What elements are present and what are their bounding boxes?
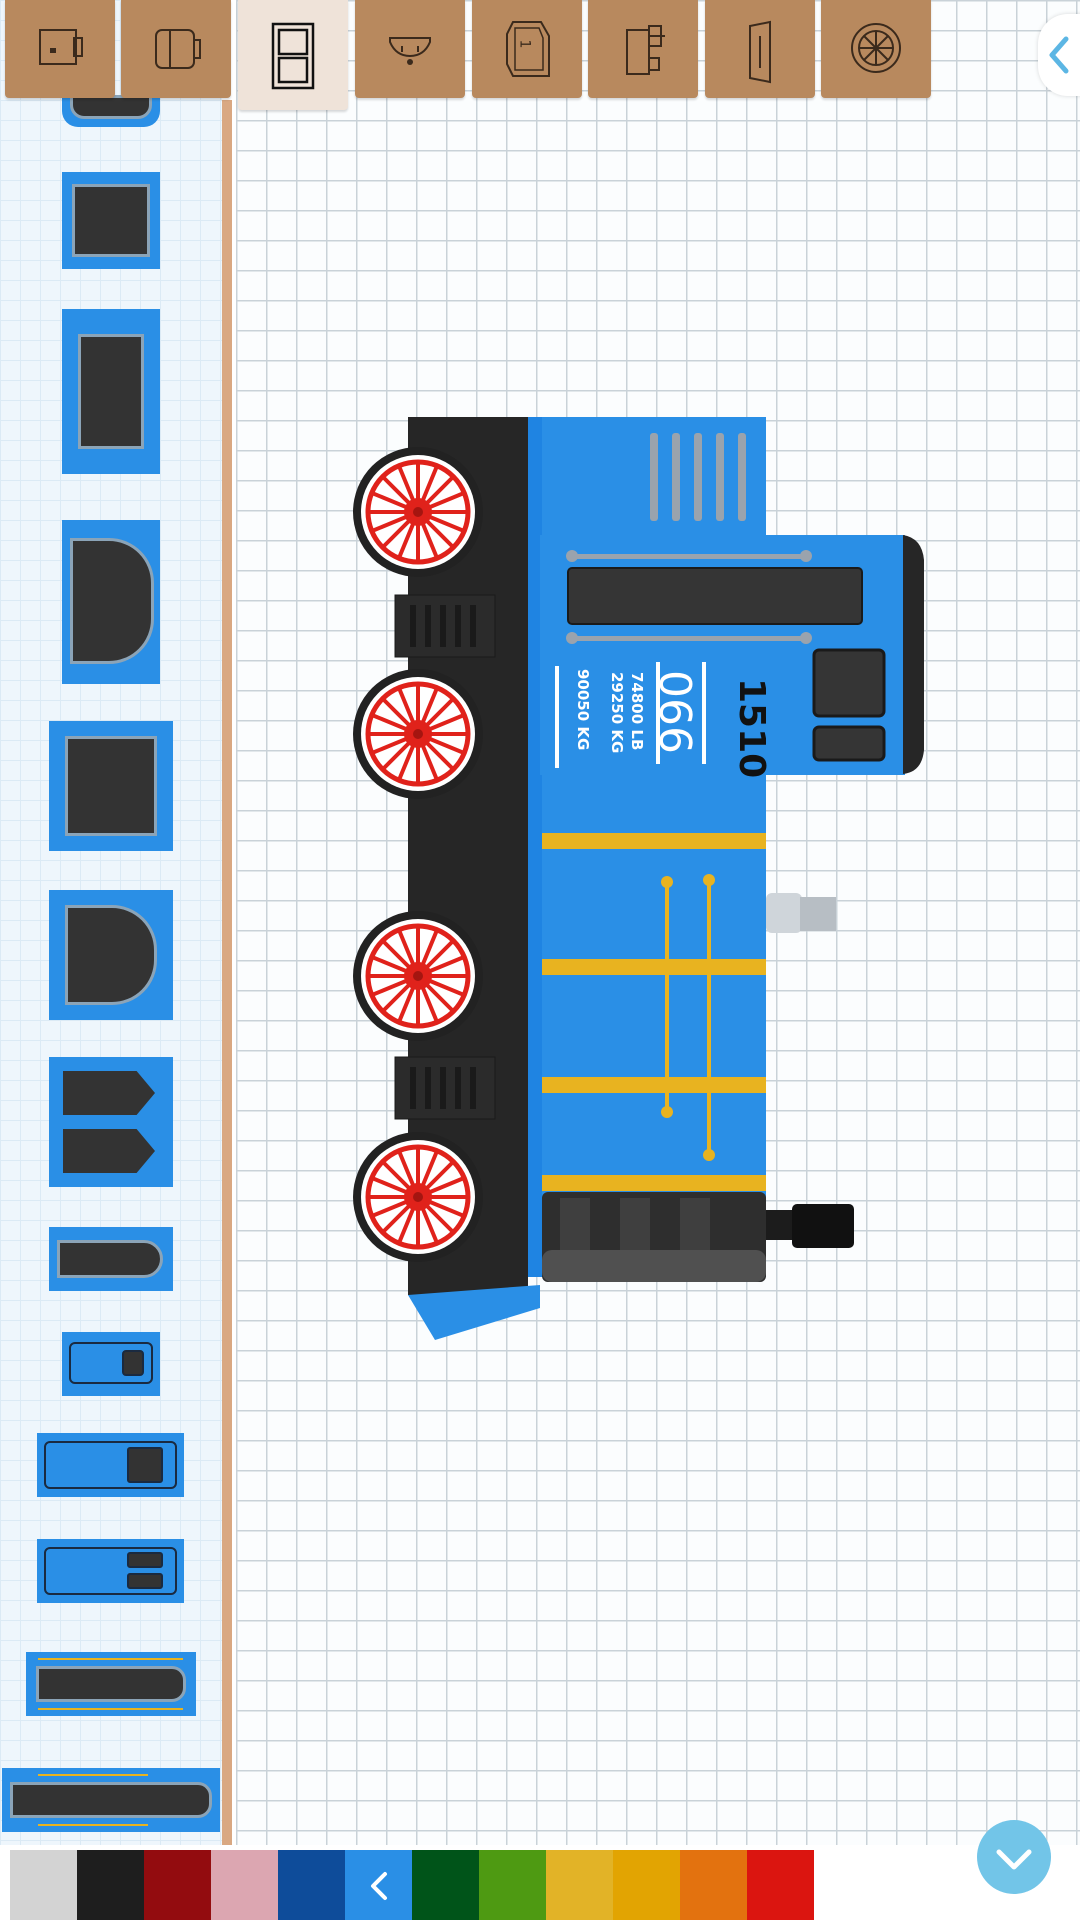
chevron-left-icon [1049,36,1069,74]
window-icon [271,22,315,90]
tab-doors[interactable] [705,0,815,98]
palette-divider [222,100,232,1845]
cab-roof-strip [528,417,542,1277]
cab-front-icon [39,29,83,65]
palette-piece-7[interactable] [49,1057,173,1187]
handrail-top [566,550,812,562]
swatch-red[interactable] [747,1850,814,1920]
swatch-green[interactable] [479,1850,546,1920]
vent-slats [650,433,746,521]
palette-piece-4[interactable] [62,520,160,684]
swatch-blue-back[interactable] [345,1850,412,1920]
swatch-light-gray[interactable] [10,1850,77,1920]
number-plate-glyph: 1 [516,39,533,49]
wheel-4 [353,1132,483,1262]
swatch-pink[interactable] [211,1850,278,1920]
swatch-orange[interactable] [680,1850,747,1920]
bell-icon [389,37,431,65]
tab-number-plate[interactable]: 1 [472,0,582,98]
loco-weight-kg-1: 29250 KG [608,672,626,754]
wheel-3 [353,911,483,1041]
wheel-1 [353,447,483,577]
tab-cab-side[interactable] [121,0,231,98]
boiler-fitting [766,893,836,933]
boiler-rails [661,874,715,1161]
swatch-gold[interactable] [613,1850,680,1920]
front-window-large [812,648,886,718]
palette-piece-10[interactable] [37,1433,184,1497]
front-window-small [812,725,886,762]
palette-piece-8[interactable] [49,1227,173,1291]
swatch-black[interactable] [77,1850,144,1920]
palette-piece-5[interactable] [49,721,173,851]
loco-number: 1510 [731,678,772,779]
buffer-beam [408,1285,540,1340]
tab-boiler-fittings[interactable] [588,0,698,98]
chevron-left-icon [371,1872,387,1900]
buffer-stem [766,1210,792,1240]
category-tab-bar: 1 [0,0,935,110]
number-plate-icon [506,21,550,77]
swatch-dark-blue[interactable] [278,1850,345,1920]
piece-palette[interactable] [0,0,222,1845]
palette-piece-3[interactable] [62,309,160,474]
tab-windows[interactable] [238,0,348,110]
collapse-button[interactable] [1038,14,1080,96]
tab-cab-front[interactable] [5,0,115,98]
cab-roof [903,535,924,774]
palette-piece-9[interactable] [62,1332,160,1396]
frame-grille-top [394,594,496,658]
plate-rule-1 [555,666,559,768]
side-window [567,567,863,625]
smokebox-rim [542,1250,766,1282]
color-swatch-bar [10,1850,815,1920]
frame-grille-bottom [394,1056,496,1120]
plate-rule-2 [656,662,660,764]
plate-rule-3 [702,662,706,764]
tab-wheels[interactable] [821,0,931,98]
door-icon [749,20,771,84]
palette-piece-11[interactable] [37,1539,184,1603]
wheel-2 [353,669,483,799]
check-icon [996,1849,1032,1870]
wheel-icon [851,23,901,73]
tab-bell[interactable] [355,0,465,98]
loco-code: 066 [649,670,700,754]
palette-piece-13[interactable] [2,1768,220,1832]
confirm-button[interactable] [977,1820,1051,1894]
buffer-head [792,1204,854,1248]
cab-side-icon [155,29,201,69]
palette-piece-2[interactable] [62,172,160,269]
swatch-dark-green[interactable] [412,1850,479,1920]
loco-weight-lb: 74800 LB [628,672,646,751]
boiler-fitting-icon [626,25,665,75]
swatch-mustard[interactable] [546,1850,613,1920]
loco-weight-kg-2: 90050 KG [574,669,592,751]
swatch-dark-red[interactable] [144,1850,211,1920]
palette-piece-12[interactable] [26,1652,196,1716]
palette-piece-6[interactable] [49,890,173,1020]
handrail-bottom [566,632,812,644]
